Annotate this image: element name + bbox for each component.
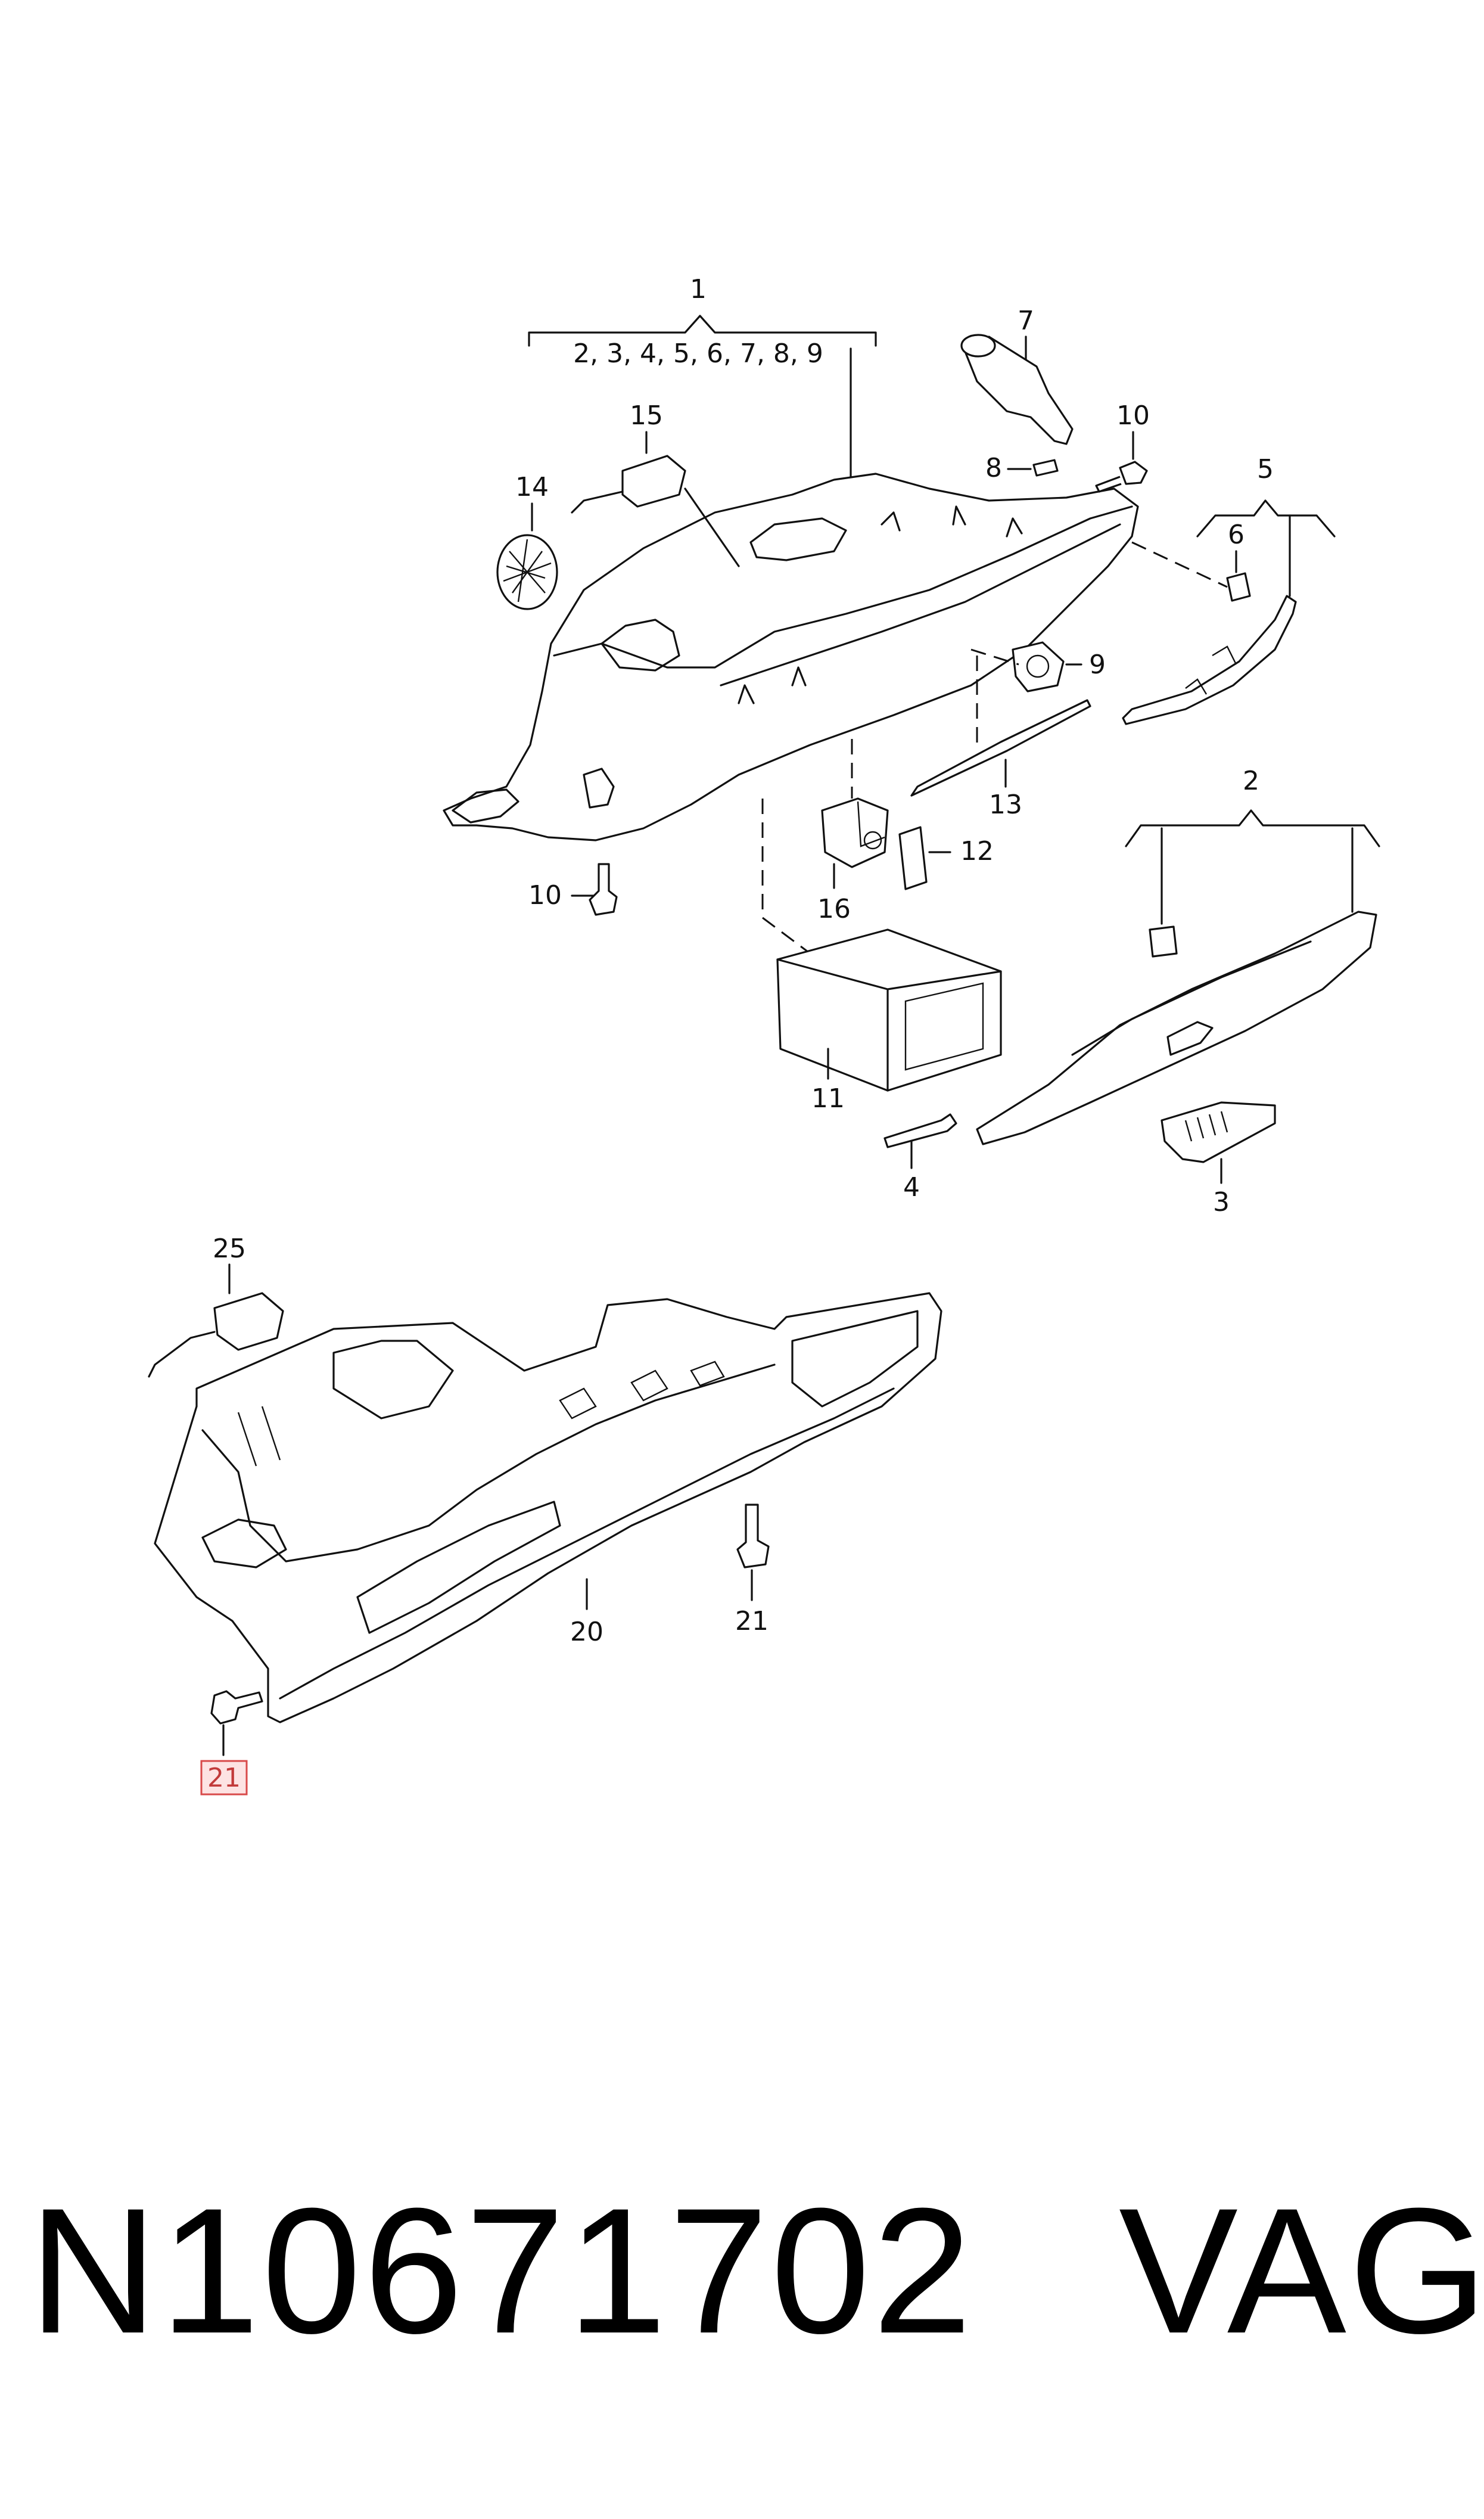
housing-left-tab bbox=[452, 788, 519, 824]
vent-louvers bbox=[503, 539, 552, 602]
lower-trim-20-recess bbox=[201, 1518, 287, 1568]
switch-16-part bbox=[821, 797, 889, 868]
callout-8: 8 bbox=[985, 453, 1002, 483]
lower-trim-20-window bbox=[332, 1340, 454, 1420]
callout-20: 20 bbox=[570, 1617, 603, 1647]
callout-13: 13 bbox=[989, 790, 1022, 820]
dash-1-5 bbox=[1131, 541, 1228, 588]
callout-25: 25 bbox=[213, 1234, 246, 1264]
handle-3-part bbox=[1161, 1101, 1276, 1163]
sensor-15-wire bbox=[571, 490, 624, 514]
housing-opening bbox=[749, 517, 847, 561]
latch-9-hole bbox=[1026, 654, 1050, 678]
lock-group: 7 bbox=[960, 306, 1074, 445]
callout-10-lower: 10 bbox=[528, 880, 562, 911]
callout-4: 4 bbox=[903, 1172, 920, 1203]
lock-part bbox=[964, 336, 1074, 445]
lower-trim-20-duct bbox=[791, 1310, 919, 1408]
screw-21-left-group: 21 bbox=[200, 1690, 263, 1796]
insert-11-detail bbox=[904, 982, 984, 1071]
callout-1: 1 bbox=[690, 274, 707, 305]
housing-detail-left bbox=[583, 768, 615, 809]
lid-2-top-edge bbox=[1071, 940, 1312, 1056]
screw-8-group: 8 bbox=[985, 453, 1059, 483]
insert-11-part bbox=[776, 928, 1002, 1092]
callout-21-highlight-box bbox=[200, 1760, 248, 1796]
bracket-1 bbox=[528, 315, 877, 347]
lid-2-clip bbox=[1149, 925, 1178, 958]
pin-4-group: 4 bbox=[883, 1113, 957, 1203]
trim-strip-5-part bbox=[1122, 595, 1297, 725]
brand-text: VAG bbox=[1119, 2170, 1484, 2371]
sensor-15-part bbox=[621, 455, 686, 508]
dash-1-11 bbox=[761, 799, 811, 955]
screw-21-left-part bbox=[210, 1690, 263, 1725]
callout-11: 11 bbox=[811, 1083, 845, 1114]
callout-3: 3 bbox=[1213, 1187, 1230, 1217]
callout-6: 6 bbox=[1228, 520, 1245, 550]
callout-21-right: 21 bbox=[735, 1606, 769, 1636]
handle-3-group: 3 bbox=[1161, 1101, 1276, 1217]
callout-12: 12 bbox=[960, 836, 994, 866]
lid-2-handle-recess bbox=[1166, 1021, 1214, 1056]
lock-barrel bbox=[960, 334, 996, 358]
lower-trim-20-part bbox=[154, 1292, 942, 1723]
strip-13-part bbox=[910, 699, 1091, 797]
dash-1-9 bbox=[970, 648, 1019, 666]
lower-trim-20-ribs bbox=[237, 1361, 725, 1467]
screw-21-right-group: 21 bbox=[735, 1504, 770, 1636]
leader-15b bbox=[684, 487, 740, 567]
housing-inner-recess bbox=[601, 619, 680, 672]
lower-trim-group: 25 20 bbox=[148, 1234, 942, 1723]
strip-13-group: 13 bbox=[910, 656, 1091, 820]
screw-10-upper-group: 10 bbox=[1095, 400, 1150, 493]
latch-9-group: 9 bbox=[970, 641, 1106, 692]
lower-trim-20-lower-edge bbox=[279, 1387, 895, 1700]
switch-16-face bbox=[857, 801, 885, 847]
screw-8-part bbox=[1032, 459, 1059, 477]
screw-21-right-part bbox=[736, 1504, 770, 1568]
latch-9-part bbox=[1012, 641, 1065, 692]
sensor-15-group: 15 bbox=[571, 400, 740, 567]
lower-trim-20-inner bbox=[201, 1363, 776, 1563]
trim-strip-detail bbox=[1185, 645, 1237, 695]
callout-14: 14 bbox=[515, 472, 549, 502]
insert-11-group: 11 bbox=[761, 799, 1002, 1114]
callout-10-upper: 10 bbox=[1116, 400, 1150, 431]
sensor-25-wire bbox=[148, 1331, 216, 1378]
switch-16-icon-ring bbox=[863, 831, 882, 850]
callout-16: 16 bbox=[817, 894, 851, 924]
glovebox-housing-part bbox=[443, 473, 1139, 841]
bracket-5 bbox=[1196, 499, 1336, 538]
clip-6-part bbox=[1226, 572, 1251, 602]
housing-rim bbox=[553, 505, 1133, 669]
callout-21-left-highlighted: 21 bbox=[207, 1763, 241, 1793]
vent-group: 14 bbox=[496, 472, 558, 610]
pin-4-part bbox=[883, 1113, 957, 1148]
lower-trim-20-channel bbox=[356, 1501, 561, 1634]
part-number-text: N10671702 bbox=[29, 2170, 975, 2371]
screw-10-upper-part bbox=[1095, 461, 1148, 493]
housing-lower-edge bbox=[720, 523, 1121, 687]
glovebox-housing-group: 1 2, 3, 4, 5, 6, 7, 8, 9 bbox=[443, 274, 1139, 841]
callout-15: 15 bbox=[630, 400, 663, 431]
screw-10-lower-group: 10 bbox=[528, 863, 618, 916]
switch-16-group: 16 bbox=[817, 739, 889, 924]
screw-10-lower-part bbox=[589, 863, 618, 916]
housing-clips bbox=[738, 505, 1023, 704]
callout-5: 5 bbox=[1257, 454, 1274, 484]
callout-1-subparts: 2, 3, 4, 5, 6, 7, 8, 9 bbox=[573, 338, 823, 369]
cap-12-part bbox=[898, 826, 928, 890]
bracket-2 bbox=[1125, 809, 1380, 847]
callout-9: 9 bbox=[1089, 650, 1106, 680]
trim-strip-group: 5 6 bbox=[1122, 454, 1336, 725]
callout-2: 2 bbox=[1243, 766, 1259, 796]
handle-3-ribs bbox=[1184, 1111, 1228, 1142]
cap-12-group: 12 bbox=[898, 826, 994, 890]
insert-11-top bbox=[776, 958, 1002, 1092]
sensor-25-part bbox=[213, 1292, 284, 1351]
callout-7: 7 bbox=[1018, 306, 1034, 336]
lid-group: 2 bbox=[976, 766, 1380, 1145]
